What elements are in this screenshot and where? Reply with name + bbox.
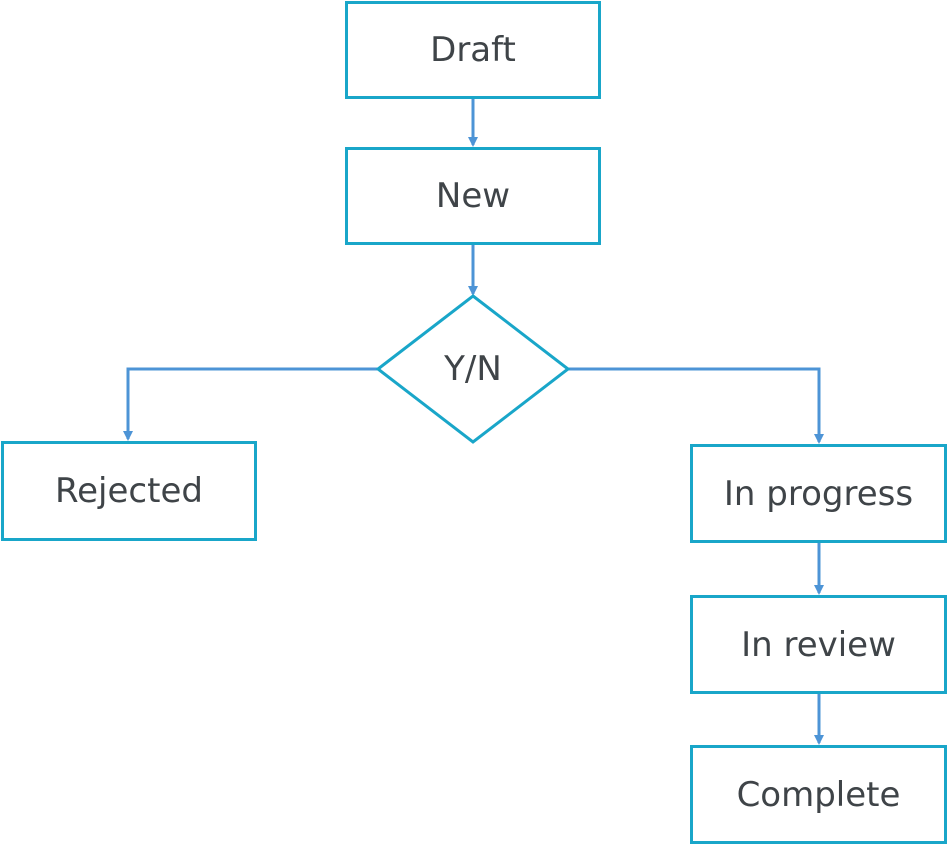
node-complete-label: Complete — [736, 774, 901, 815]
decision-diamond — [375, 294, 571, 444]
node-in-progress-label: In progress — [723, 473, 914, 514]
node-new-label: New — [435, 176, 511, 216]
node-complete: Complete — [690, 745, 947, 844]
node-rejected: Rejected — [1, 441, 257, 541]
node-draft: Draft — [345, 1, 601, 99]
node-decision-label: Y/N — [444, 349, 502, 389]
node-decision: Y/N — [378, 296, 568, 442]
node-in-review: In review — [690, 595, 947, 694]
node-draft-label: Draft — [430, 30, 516, 70]
arrow-decision-to-rejected — [123, 367, 378, 441]
node-new: New — [345, 147, 601, 245]
node-rejected-label: Rejected — [55, 471, 203, 511]
node-in-review-label: In review — [741, 624, 896, 665]
arrow-decision-to-in-progress — [568, 367, 824, 444]
node-in-progress: In progress — [690, 444, 947, 543]
